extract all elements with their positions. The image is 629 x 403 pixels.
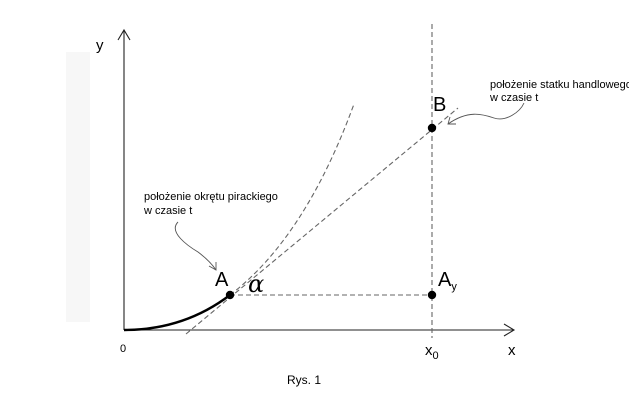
point-ay-label: Ay [438,269,457,293]
point-a-dot [225,290,235,300]
x-axis-arrow [503,323,516,337]
y-axis-label: y [96,37,104,54]
point-ay-dot [427,290,437,300]
axes [117,28,516,337]
pirate-annotation-line2: w czasie t [143,205,192,217]
point-a-label: A [215,269,229,291]
x-axis-label: x [508,342,516,359]
x0-label: x0 [425,342,439,362]
angle-alpha-label: α [248,270,264,298]
pursuit-curve [123,294,231,332]
background-panel [66,52,90,322]
merchant-annotation-line2: w czasie t [489,92,538,104]
merchant-pointer-arrow [447,102,525,125]
point-b-label: B [433,94,446,116]
figure-caption: Rys. 1 [287,373,321,387]
origin-label: 0 [120,343,126,355]
tangent-line [185,107,459,335]
merchant-pointer-head [447,116,456,125]
point-b-dot [427,123,437,133]
pirate-pointer-head [208,262,217,271]
merchant-annotation-line1: położenie statku handlowego [490,79,629,91]
pirate-pointer-arrow [175,221,217,271]
y-axis-arrow [117,28,131,41]
curve-continuation [229,103,355,296]
pirate-annotation-line1: położenie okrętu pirackiego [144,191,278,203]
